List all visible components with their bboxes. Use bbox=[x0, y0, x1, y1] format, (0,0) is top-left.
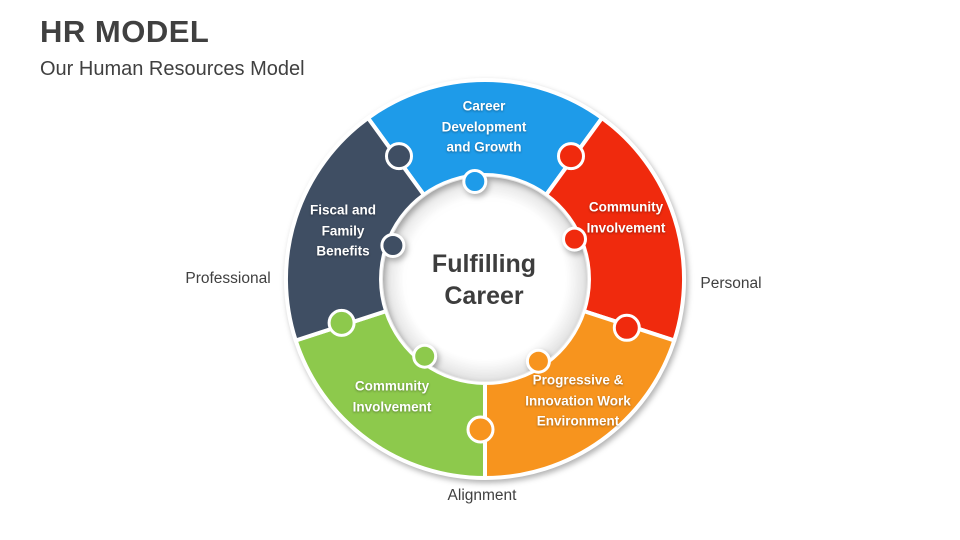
boundary-knob-green-into-slate bbox=[327, 308, 356, 337]
boundary-knob-orange-into-green bbox=[466, 415, 495, 444]
segment-fiscal-family-benefits bbox=[284, 116, 426, 343]
inner-knob-green bbox=[412, 343, 438, 369]
slide-title: HR MODEL bbox=[40, 14, 210, 49]
boundary-knob-slate-into-blue bbox=[385, 142, 413, 171]
inner-knob-blue bbox=[462, 169, 488, 194]
slide-subtitle: Our Human Resources Model bbox=[40, 58, 305, 80]
inner-knob-red bbox=[562, 226, 587, 252]
segment-progressive-innovation bbox=[483, 309, 677, 480]
boundary-knob-red-into-blue bbox=[557, 142, 585, 171]
center-hole-shading bbox=[382, 176, 588, 382]
slide-header: HR MODEL Our Human Resources Model bbox=[40, 14, 305, 81]
segment-community-involvement-left bbox=[293, 309, 487, 480]
boundary-knob-red-into-orange bbox=[612, 313, 641, 342]
inner-knob-orange bbox=[525, 348, 551, 374]
inner-knob-slate bbox=[380, 233, 406, 258]
